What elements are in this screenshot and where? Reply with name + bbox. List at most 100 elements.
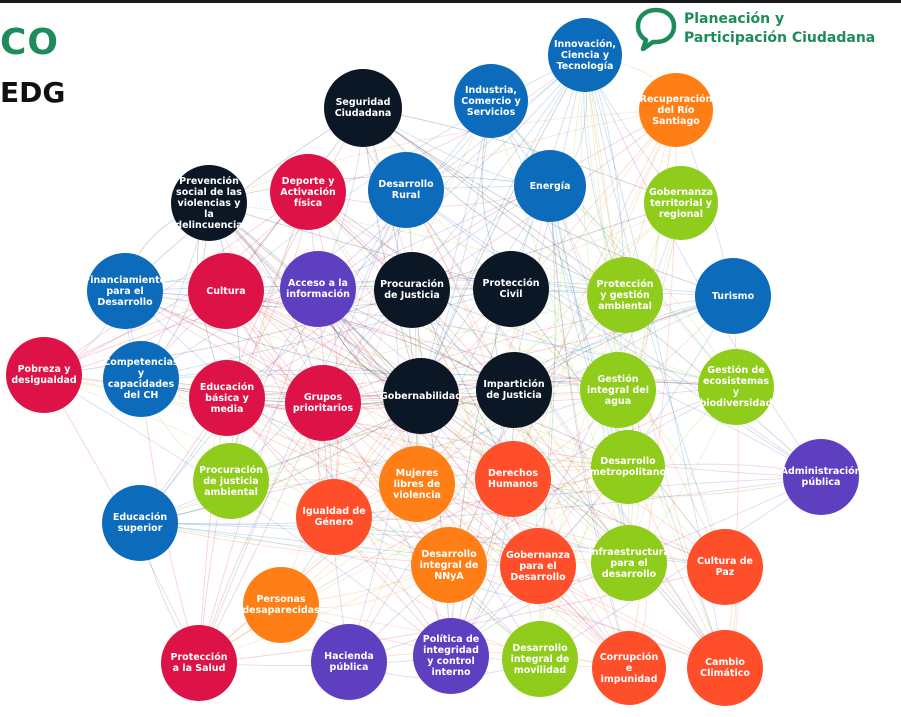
connection-line <box>280 100 492 606</box>
node-label: Personas desaparecidas <box>242 594 320 616</box>
node-label: Recuperación del Río Santiago <box>639 93 713 127</box>
connection-line <box>333 109 677 518</box>
connection-line <box>307 191 630 564</box>
connection-line <box>140 288 512 380</box>
connection-line <box>416 295 734 485</box>
node-label: Protección a la Salud <box>170 652 228 674</box>
node-cultura-paz: Cultura de Paz <box>687 529 763 605</box>
connection-line <box>512 476 822 497</box>
connection-line <box>317 288 630 564</box>
node-procuracion-amb: Procuración de justicia ambiental <box>193 443 269 519</box>
connection-line <box>405 189 822 478</box>
connection-line <box>226 109 677 399</box>
connection-line <box>307 54 586 193</box>
connection-line <box>139 389 619 524</box>
node-label: Educación básica y media <box>199 381 255 415</box>
connection-line <box>225 290 515 391</box>
connection-line <box>450 288 512 657</box>
node-label: Hacienda pública <box>324 651 374 673</box>
connection-line <box>420 54 586 397</box>
node-rio: Recuperación del Río Santiago <box>639 73 713 147</box>
node-hacienda: Hacienda pública <box>311 624 387 700</box>
node-cultura: Cultura <box>188 253 264 329</box>
node-competencias: Competencias y capacidades del CH <box>103 341 179 417</box>
connection-line <box>208 202 514 480</box>
connection-line <box>226 294 626 399</box>
node-nnya: Desarrollo integral de NNyA <box>411 527 487 603</box>
node-desaparecidas: Personas desaparecidas <box>242 567 320 643</box>
node-label: Cultura <box>206 285 246 297</box>
connection-line <box>362 107 626 296</box>
node-turismo: Turismo <box>695 258 771 334</box>
connection-line <box>124 290 515 391</box>
node-deporte: Deporte y Activación física <box>270 154 346 230</box>
node-energia: Energía <box>514 150 586 222</box>
node-infraestructura: Infraestructura para el desarrollo <box>588 525 670 601</box>
connection-line <box>405 189 822 478</box>
node-label: Competencias y capacidades del CH <box>103 357 179 401</box>
node-label: Energía <box>529 180 571 192</box>
connection-line <box>539 476 822 660</box>
connection-line <box>348 476 822 663</box>
node-label: Gobernanza para el Desarrollo <box>505 549 571 583</box>
connection-line <box>317 288 630 669</box>
connection-line <box>225 290 514 480</box>
node-label: Gestión de ecosistemas y biodiversidad <box>699 365 773 409</box>
connection-line <box>43 374 452 657</box>
node-label: Seguridad Ciudadana <box>334 97 392 119</box>
connection-line <box>317 54 586 290</box>
node-label: Gestión integral del agua <box>587 373 649 407</box>
node-label: Gobernabilidad <box>380 390 463 402</box>
logo-line-2: Participación Ciudadana <box>684 30 876 46</box>
node-mujeres: Mujeres libres de violencia <box>379 446 455 522</box>
node-label: Gobernanza territorial y regional <box>648 186 714 220</box>
connection-line <box>43 289 413 376</box>
connection-line <box>230 189 407 482</box>
connection-line <box>411 289 726 669</box>
connection-line <box>198 289 413 664</box>
node-derechos: Derechos Humanos <box>475 441 551 517</box>
logo: Planeación y Participación Ciudadana <box>634 6 901 52</box>
connection-line <box>124 290 541 660</box>
connection-line <box>450 202 682 657</box>
connection-line <box>322 295 734 404</box>
node-industria: Industria, Comercio y Servicios <box>454 64 528 138</box>
connection-line <box>490 100 737 388</box>
node-gobernanza-des: Gobernanza para el Desarrollo <box>500 528 576 604</box>
node-label: Procuración de Justicia <box>380 279 444 301</box>
node-innovacion: Innovación, Ciencia y Tecnología <box>548 18 622 92</box>
connection-line <box>490 100 737 388</box>
connection-line <box>139 395 422 524</box>
node-procuracion: Procuración de Justicia <box>374 252 450 328</box>
connection-line <box>208 109 677 204</box>
connection-line <box>225 290 541 660</box>
page-title: CO <box>0 22 60 63</box>
connection-line <box>420 395 726 568</box>
top-border-line <box>0 0 901 3</box>
connection-line <box>230 202 682 482</box>
node-proteccion-amb: Protección y gestión ambiental <box>587 257 663 333</box>
connection-line <box>317 288 630 669</box>
connection-line <box>198 466 629 664</box>
node-salud: Protección a la Salud <box>161 625 237 701</box>
node-label: Desarrollo Rural <box>378 179 434 201</box>
node-label: Cambio Climático <box>700 657 750 679</box>
connection-line <box>208 202 514 480</box>
connection-line <box>584 54 822 478</box>
connection-line <box>226 109 677 399</box>
node-label: Grupos prioritarios <box>292 392 354 414</box>
node-label: Política de integridad y control interno <box>422 634 480 678</box>
connection-line <box>405 189 726 669</box>
logo-line-1: Planeación y <box>684 11 785 27</box>
node-label: Educación superior <box>112 512 168 534</box>
node-label: Derechos Humanos <box>487 468 539 490</box>
connection-line <box>416 202 682 485</box>
connection-line <box>420 395 726 669</box>
node-label: Igualdad de Género <box>302 506 366 528</box>
node-label: Innovación, Ciencia y Tecnología <box>554 38 616 72</box>
connection-line <box>539 386 737 660</box>
speech-bubble-icon <box>635 7 677 52</box>
node-label: Pobreza y desigualdad <box>11 364 77 386</box>
connection-line <box>317 288 630 669</box>
connection-line <box>510 288 726 568</box>
